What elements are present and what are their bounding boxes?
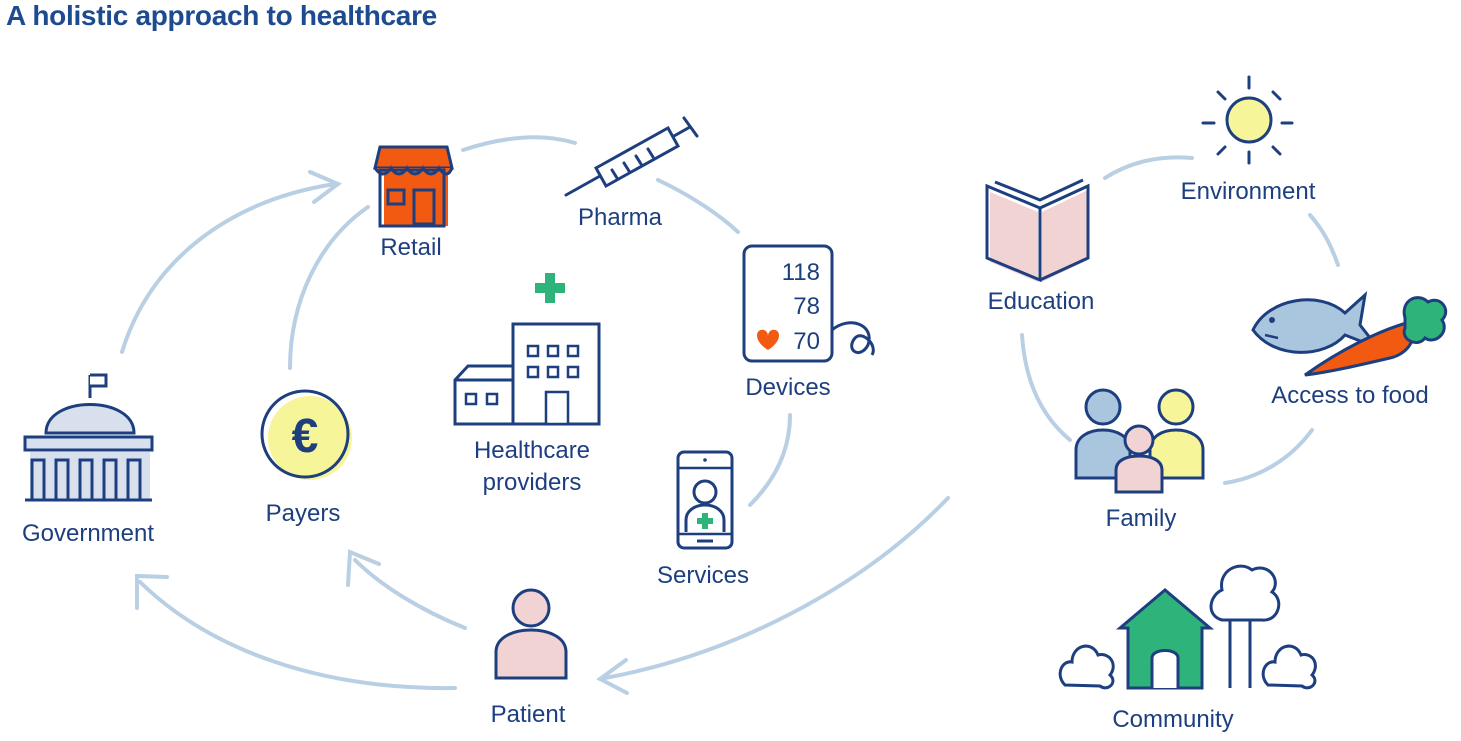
label-community: Community xyxy=(1112,704,1233,736)
hospital-icon xyxy=(455,270,599,424)
label-government: Government xyxy=(22,518,154,550)
label-services: Services xyxy=(657,560,749,592)
connector-education-family xyxy=(1022,335,1070,440)
label-family: Family xyxy=(1106,503,1177,535)
connector-food-family xyxy=(1225,430,1312,483)
syringe-icon xyxy=(566,118,697,195)
label-retail: Retail xyxy=(380,232,441,264)
label-access-to-food: Access to food xyxy=(1271,380,1428,412)
connector-devices-services xyxy=(750,415,790,505)
book-icon xyxy=(987,180,1088,282)
person-icon xyxy=(496,590,566,678)
label-environment: Environment xyxy=(1181,176,1316,208)
connector-government-retail xyxy=(122,184,335,352)
family-icon xyxy=(1076,390,1203,492)
label-pharma: Pharma xyxy=(578,202,662,234)
store-icon xyxy=(375,147,452,226)
label-patient: Patient xyxy=(491,699,566,731)
currency-symbol: € xyxy=(292,410,319,463)
government-building-icon xyxy=(25,375,152,500)
device-reading-2: 78 xyxy=(793,293,820,320)
connector-payers-retail xyxy=(290,207,368,368)
label-devices: Devices xyxy=(745,372,830,404)
euro-coin-icon: € xyxy=(262,391,352,480)
label-education: Education xyxy=(988,286,1095,318)
house-trees-icon xyxy=(1060,566,1315,688)
fish-carrot-icon xyxy=(1253,295,1446,375)
mobile-doctor-icon xyxy=(678,452,732,548)
page-title: A holistic approach to healthcare xyxy=(6,0,437,32)
connector-retail-pharma xyxy=(463,137,575,150)
sun-icon xyxy=(1203,77,1292,163)
connector-environment-food xyxy=(1310,215,1338,265)
connector-patient-payers xyxy=(355,560,465,628)
device-reading-1: 118 xyxy=(782,259,820,286)
device-reading-3: 70 xyxy=(793,328,820,355)
label-healthcare-providers-2: providers xyxy=(483,467,582,499)
connector-education-environment xyxy=(1105,157,1192,178)
connector-pharma-devices xyxy=(658,180,738,232)
label-payers: Payers xyxy=(266,498,341,530)
blood-pressure-monitor-icon: 118 78 70 xyxy=(744,246,873,361)
label-healthcare-providers-1: Healthcare xyxy=(474,435,590,467)
